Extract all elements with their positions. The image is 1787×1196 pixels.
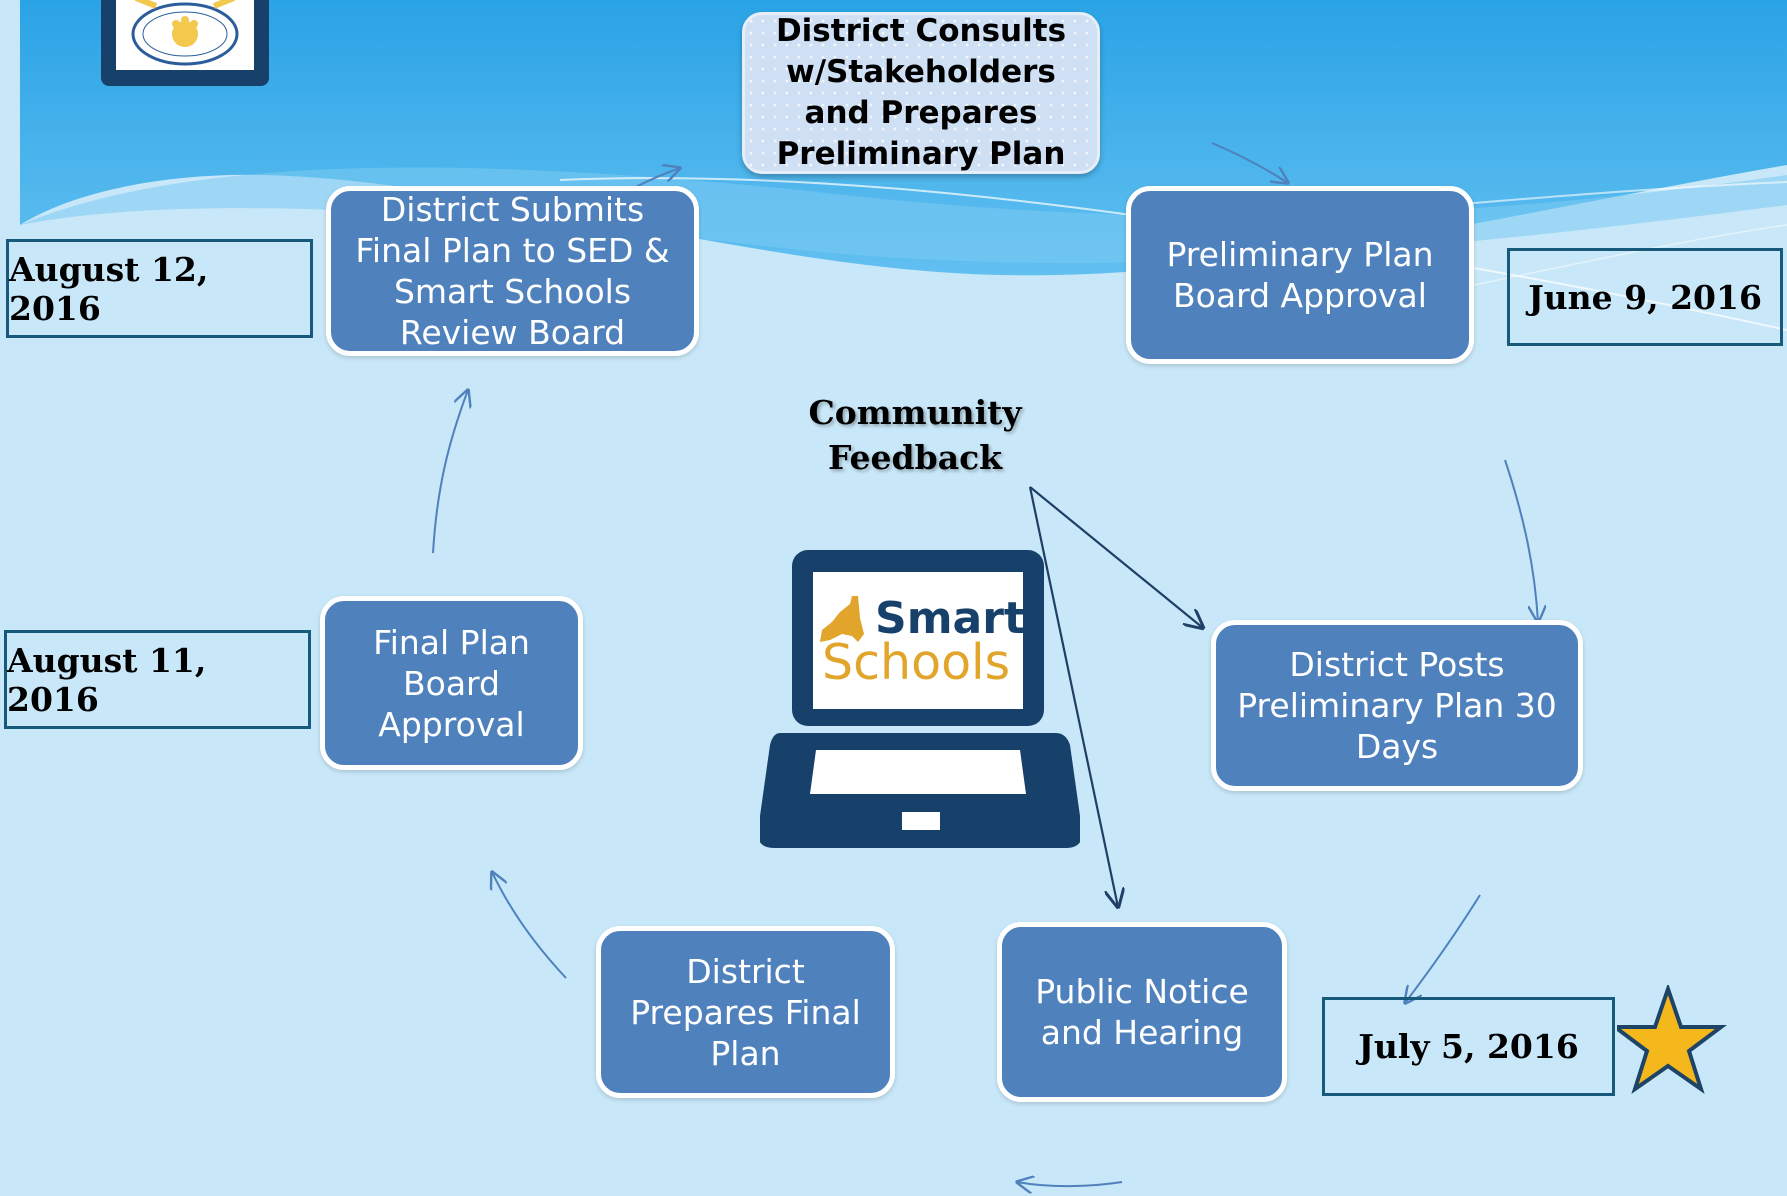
date-aug12-text: August 12, 2016 bbox=[9, 249, 209, 328]
new-york-state-icon bbox=[820, 596, 864, 642]
date-june-text: June 9, 2016 bbox=[1528, 277, 1762, 317]
star-icon bbox=[1617, 985, 1727, 1095]
school-logo-icon bbox=[131, 0, 239, 66]
smart-word: Smart bbox=[875, 593, 1025, 644]
step-prelim-approval-label: Preliminary Plan Board Approval bbox=[1166, 235, 1434, 315]
date-aug11-text: August 11, 2016 bbox=[7, 640, 207, 719]
step-district-consults: District Consults w/Stakeholders and Pre… bbox=[742, 12, 1100, 174]
step-submits-label: District Submits Final Plan to SED & Sma… bbox=[355, 190, 670, 352]
date-august-12: August 12, 2016 bbox=[6, 239, 313, 338]
school-logo bbox=[101, 0, 269, 86]
date-june: June 9, 2016 bbox=[1507, 248, 1783, 346]
date-july: July 5, 2016 bbox=[1322, 997, 1615, 1096]
step-posts-preliminary: District Posts Preliminary Plan 30 Days bbox=[1211, 620, 1583, 791]
schools-word: Schools bbox=[822, 634, 1011, 691]
step-final-approval-label: Final Plan Board Approval bbox=[373, 622, 530, 744]
step-submits-final: District Submits Final Plan to SED & Sma… bbox=[326, 186, 699, 356]
step-prepares-final-label: District Prepares Final Plan bbox=[630, 951, 861, 1073]
step-preliminary-approval: Preliminary Plan Board Approval bbox=[1126, 186, 1474, 364]
date-august-11: August 11, 2016 bbox=[4, 630, 311, 729]
step-hearing-label: Public Notice and Hearing bbox=[1035, 972, 1249, 1052]
community-feedback-label: Community Feedback bbox=[808, 393, 1022, 477]
date-july-text: July 5, 2016 bbox=[1358, 1027, 1579, 1066]
step-posts-label: District Posts Preliminary Plan 30 Days bbox=[1237, 645, 1557, 766]
laptop-icon bbox=[760, 550, 1080, 848]
step-public-hearing: Public Notice and Hearing bbox=[997, 922, 1287, 1102]
step-final-approval: Final Plan Board Approval bbox=[320, 596, 583, 770]
step-prepares-final: District Prepares Final Plan bbox=[596, 926, 895, 1098]
step-consults-label: District Consults w/Stakeholders and Pre… bbox=[775, 13, 1067, 172]
